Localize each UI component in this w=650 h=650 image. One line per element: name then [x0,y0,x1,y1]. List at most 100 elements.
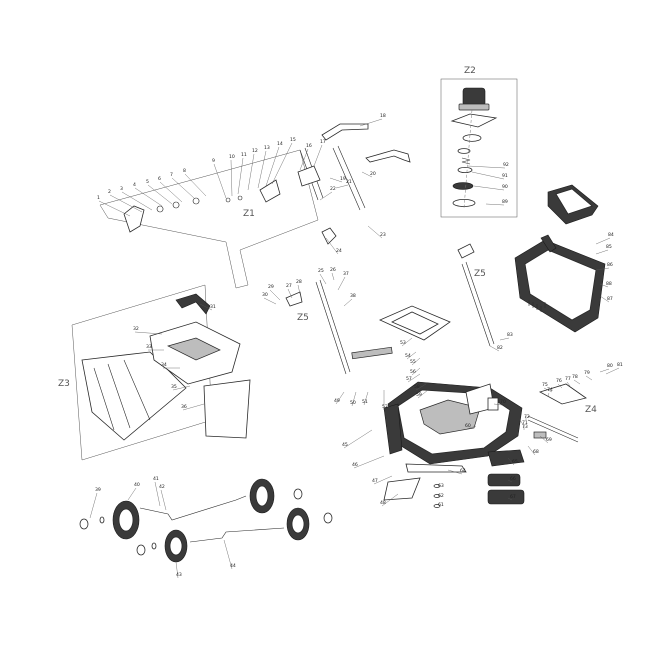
handle-tube-right [332,145,366,211]
part-number-callout: 80 [607,363,613,369]
lower-tube-left [315,279,351,375]
side-skirt [383,403,403,455]
charger-unit [487,449,525,467]
part-number-callout: 54 [405,353,411,359]
part-number-callout: 61 [438,502,444,508]
part-number-callout: 55 [410,359,416,365]
part-number-callout: 5 [146,179,149,185]
part-number-callout: 76 [556,378,562,384]
leader-line [447,469,463,475]
blade-bolts [433,484,441,508]
part-number-callout: 63 [438,483,444,489]
leader-line [343,429,373,449]
leader-line [599,368,610,373]
part-number-callout: 4 [133,182,136,188]
battery-small-2 [487,489,525,505]
leader-line [109,194,143,213]
cover-screws [528,300,546,312]
cable-holder [365,149,411,163]
leader-line [489,345,500,352]
leader-line [337,276,346,291]
switch-lever [259,179,281,203]
leader-line [595,267,610,271]
motor-mount-plate [450,113,498,128]
leader-line [182,403,205,411]
leader-line [507,497,513,501]
part-number-callout: 37 [343,271,349,277]
part-number-callout: 64 [460,468,466,474]
leader-line [585,375,593,381]
leader-lines [89,118,620,579]
wheel-rear-left [164,529,188,563]
leader-line [223,539,233,570]
leader-line [363,391,369,406]
part-number-callout: 41 [153,476,159,482]
part-number-callout: 29 [268,284,274,290]
leader-line [485,203,505,206]
part-number-callout: 26 [330,267,336,273]
front-axle [139,495,247,521]
part-number-callout: 53 [400,340,406,346]
clamp-bolt [285,291,303,307]
leader-line [381,493,399,507]
part-number-callout: 60 [465,423,471,429]
leader-line [263,297,277,305]
leader-line [230,159,233,197]
height-adjust-group: Z4 [487,383,597,443]
part-number-callout: 73 [522,424,528,430]
part-number-callout: 31 [210,304,216,310]
part-number-callout: 79 [584,370,590,376]
leader-line [265,146,280,187]
leader-line [247,153,255,191]
leader-line [237,157,244,195]
leader-line [127,487,137,501]
leader-line [175,561,179,579]
handle-bar-top [321,123,369,141]
part-number-callout: 45 [342,442,348,448]
shaft-spring [461,157,471,165]
leader-line [319,273,327,285]
leader-line [147,184,173,205]
leader-line [557,383,563,389]
part-number-callout: 13 [264,145,270,151]
leader-line [184,173,207,197]
cable-clamp [297,165,321,187]
leader-line [401,337,413,347]
leader-line [269,289,281,301]
leader-line [257,150,267,189]
leader-line [499,337,510,341]
part-number-callout: 11 [241,152,247,158]
part-number-callout: 40 [134,482,140,488]
height-adjuster [457,243,475,259]
leader-line [299,148,309,171]
leader-line [351,391,357,407]
part-number-callout: 77 [565,376,571,382]
leader-line [134,331,163,335]
part-number-callout: 56 [410,369,416,375]
leader-line [595,237,611,245]
top-cover [514,234,606,333]
leader-line [573,379,581,385]
leader-line [471,171,505,180]
cutting-blade [405,463,467,473]
leader-line [329,177,343,183]
leader-line [411,367,421,376]
part-number-callout: 85 [606,244,612,250]
leader-line [297,284,301,295]
leader-line [359,118,383,127]
part-number-callout: 36 [181,404,187,410]
leader-line [411,357,421,366]
part-number-callout: 90 [502,184,508,190]
leader-line [466,425,477,430]
motor-group-frame [440,78,518,218]
motor-shaft-disc [462,134,482,142]
part-number-callout: 14 [277,141,283,147]
part-number-callout: 69 [546,437,552,443]
leader-line [599,283,609,288]
bumper-pad [487,397,499,411]
part-number-callout: 22 [330,186,336,192]
part-number-callout: 81 [617,362,623,368]
safety-flap [351,305,451,360]
leader-line [319,191,333,201]
leader-line [89,492,98,519]
